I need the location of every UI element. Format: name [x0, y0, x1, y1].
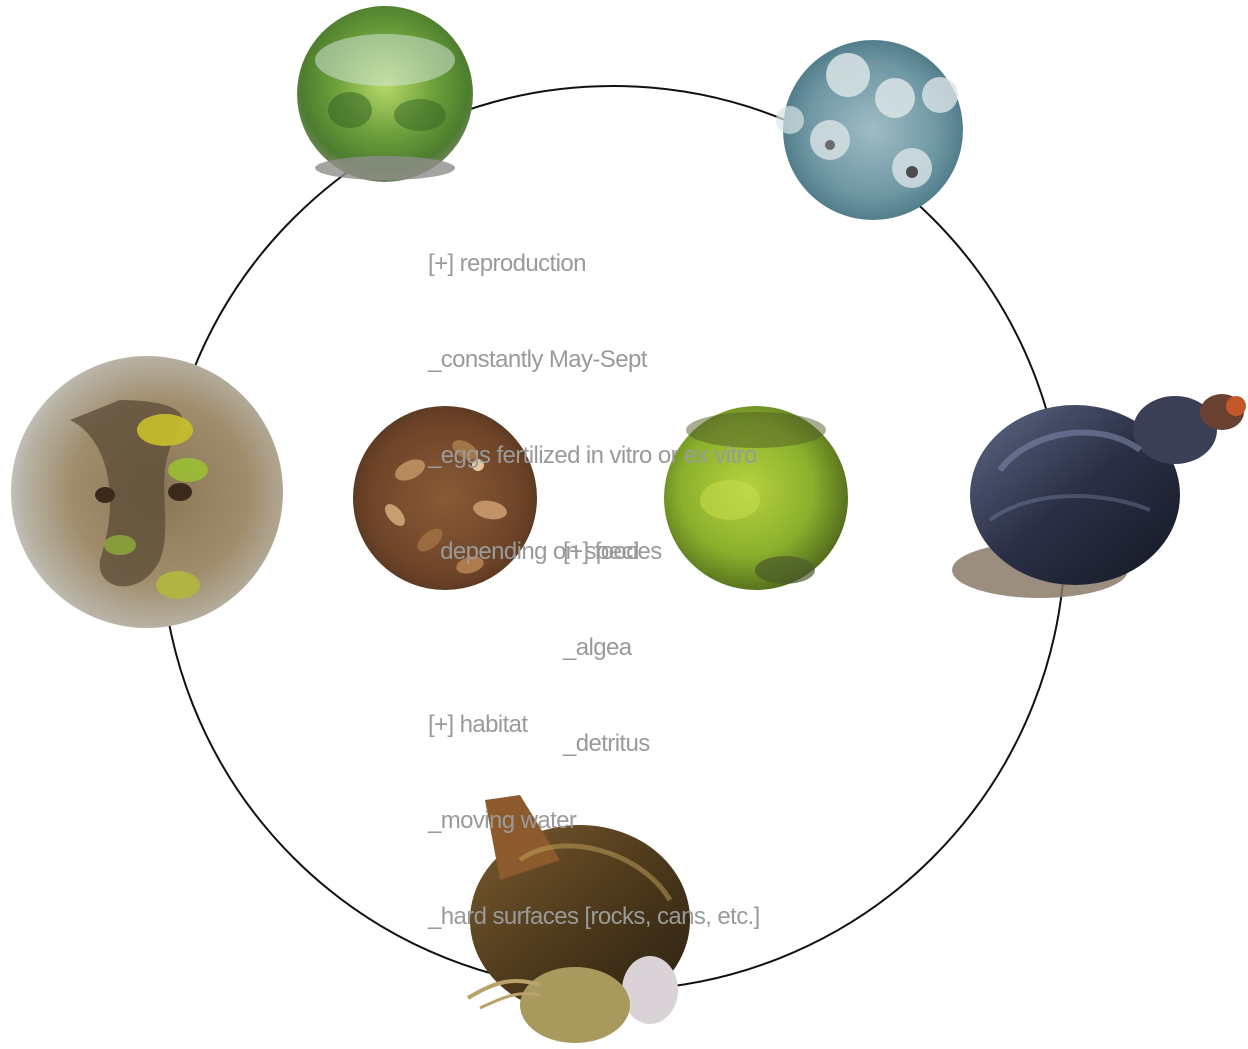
- habitat-line-2: _hard surfaces [rocks, cans, etc.]: [428, 901, 760, 933]
- adult-snail-photo: [952, 394, 1246, 598]
- habitat-line-1: _moving water: [428, 805, 760, 837]
- food-heading: [+] food: [563, 536, 650, 568]
- habitat-heading: [+] habitat: [428, 709, 760, 741]
- reproduction-heading: [+] reproduction: [428, 248, 757, 280]
- reproduction-line-1: _constantly May-Sept: [428, 344, 757, 376]
- habitat-text: [+] habitat _moving water _hard surfaces…: [428, 645, 760, 965]
- egg-mass-photo: [297, 6, 473, 182]
- algae-rock-photo: [11, 356, 283, 628]
- reproduction-line-2: _eggs fertilized in vitro or ex vitro: [428, 440, 757, 472]
- eggs-closeup-photo: [776, 40, 963, 220]
